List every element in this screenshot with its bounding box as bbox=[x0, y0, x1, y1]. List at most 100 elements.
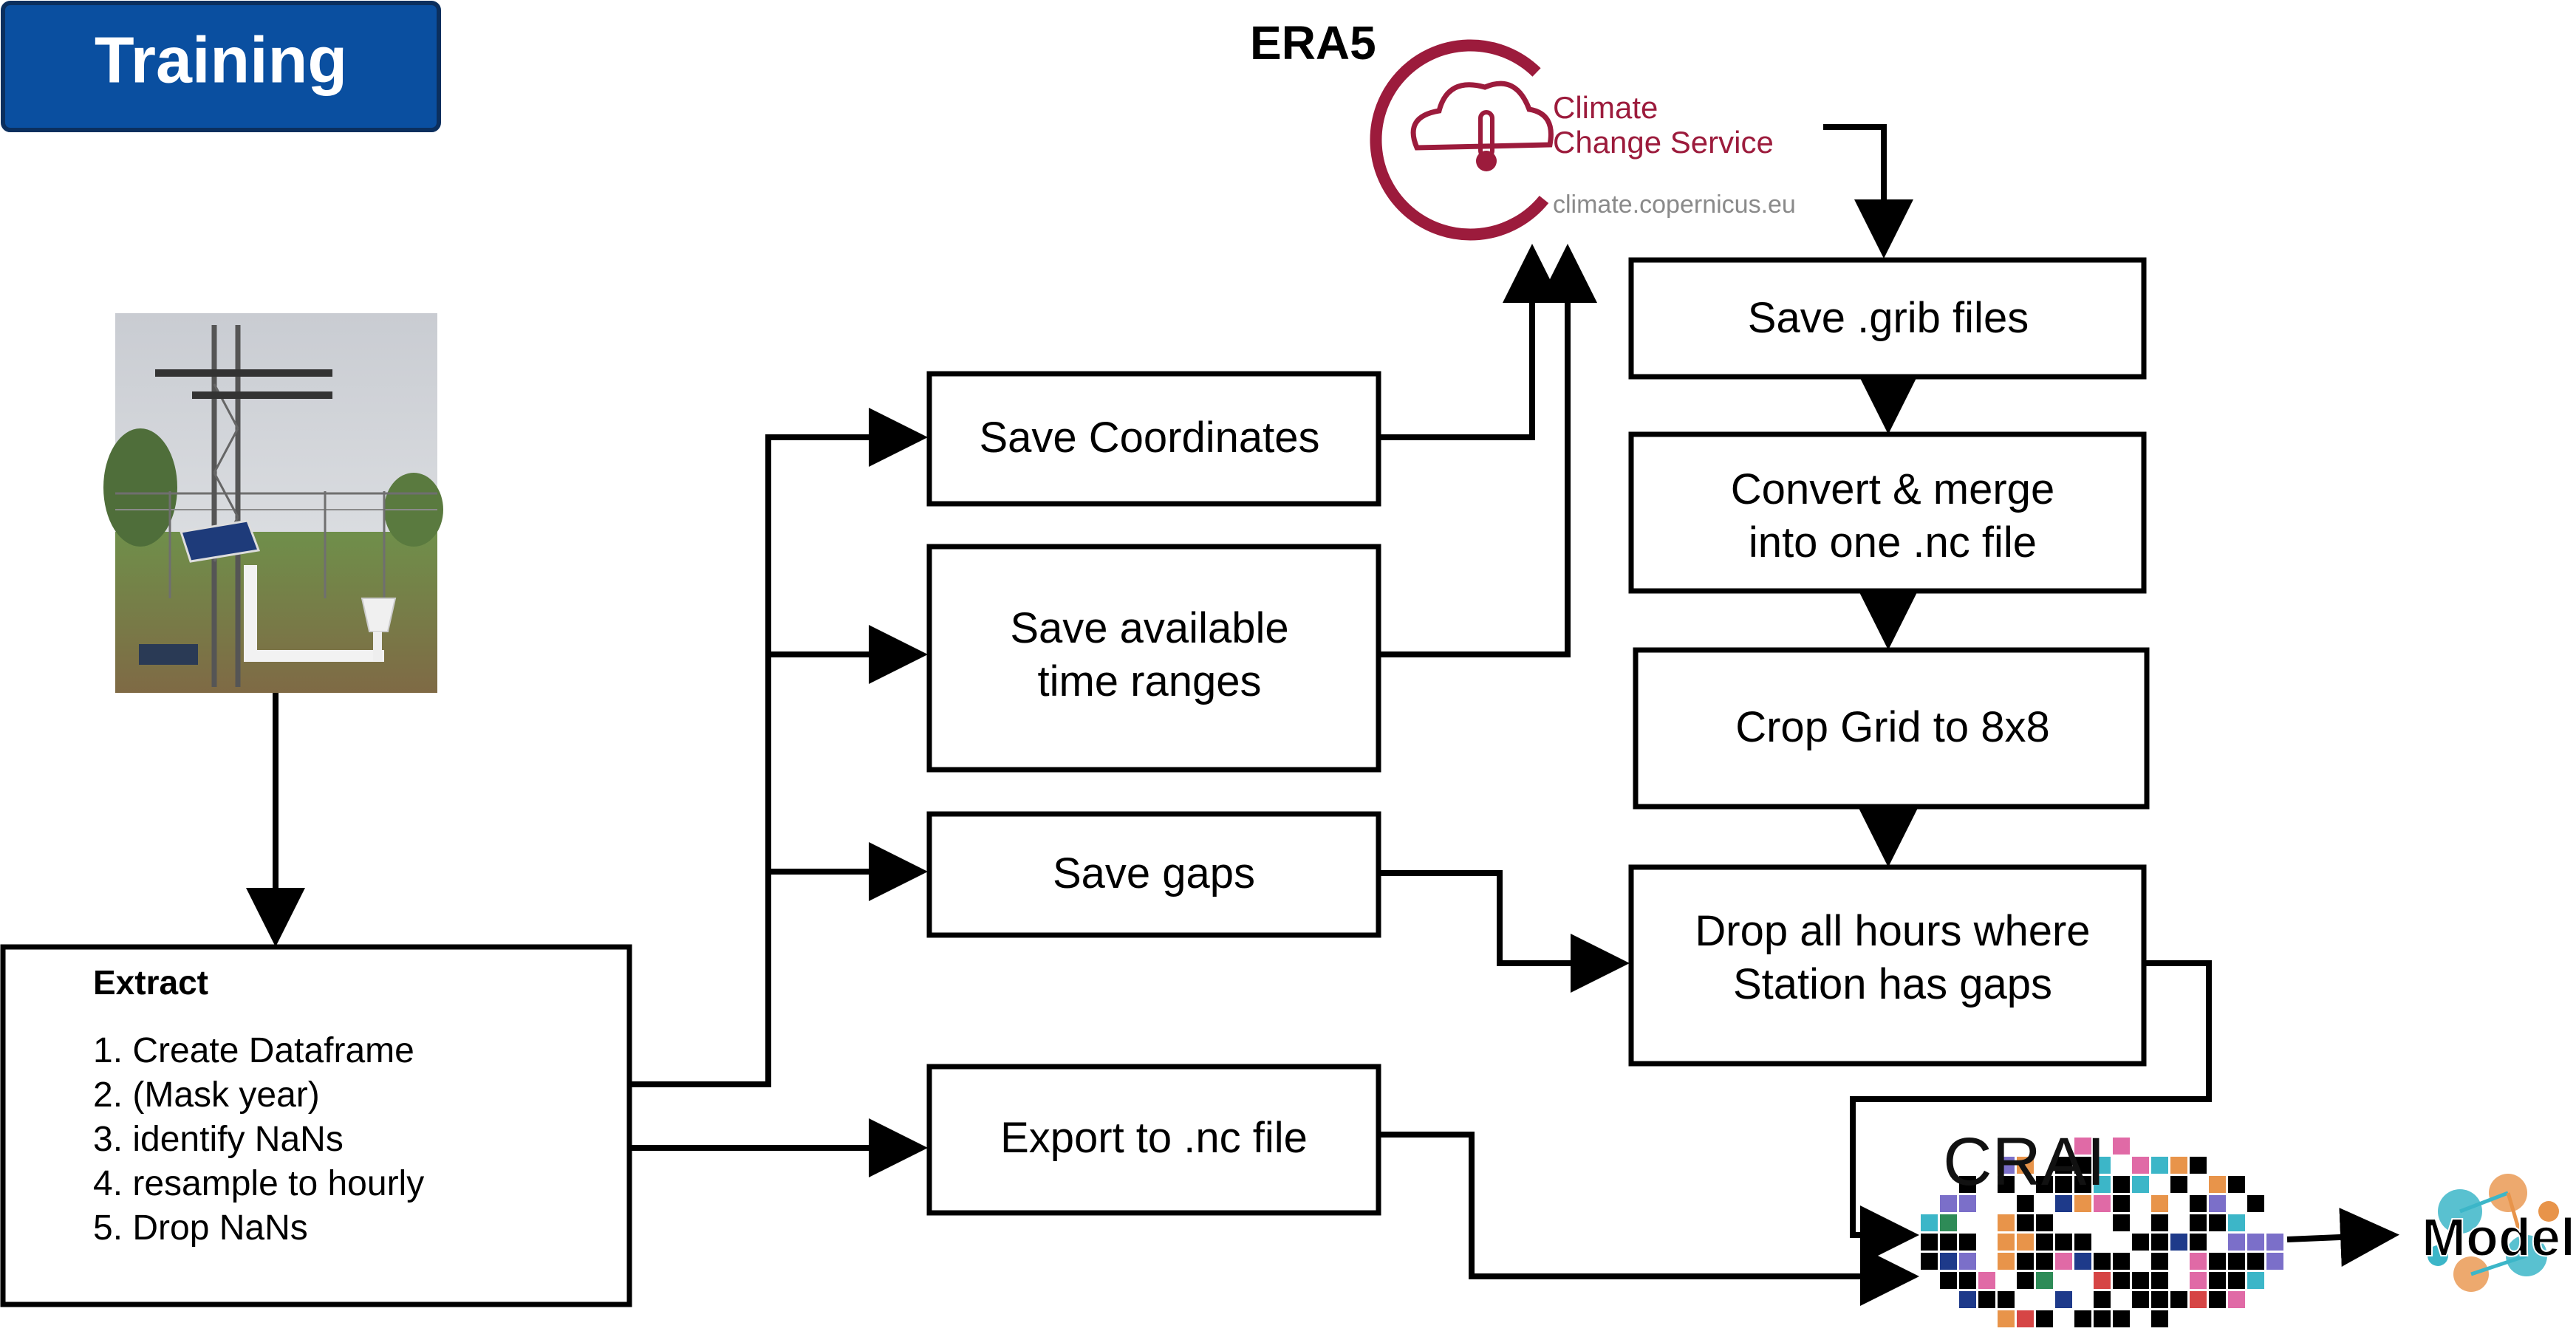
extract-step: 4. resample to hourly bbox=[93, 1164, 424, 1203]
crai-pixel bbox=[1978, 1272, 1995, 1289]
arrow-gaps-to-drop bbox=[1378, 870, 1630, 993]
crai-pixel bbox=[2132, 1272, 2149, 1289]
arrow-coordinates-to-era5 bbox=[1378, 244, 1562, 440]
crai-pixel bbox=[2209, 1195, 2226, 1212]
crai-pixel bbox=[1959, 1291, 1976, 1308]
crai-pixel bbox=[2247, 1272, 2264, 1289]
model-label: Model bbox=[2422, 1208, 2575, 1268]
crai-pixel bbox=[2170, 1157, 2187, 1174]
crai-pixel bbox=[2113, 1214, 2130, 1231]
crai-pixel bbox=[2151, 1234, 2168, 1251]
crai-pixel bbox=[1998, 1176, 2015, 1193]
arrow-export-to-crai bbox=[1378, 1132, 1919, 1306]
arrow-crai-to-model bbox=[2286, 1208, 2399, 1267]
crai-pixel bbox=[1959, 1234, 1976, 1251]
crai-pixel bbox=[1940, 1214, 1957, 1231]
training-title: Training bbox=[95, 23, 347, 96]
extract-box: Extract 1. Create Dataframe 2. (Mask yea… bbox=[0, 944, 632, 1307]
crai-pixel bbox=[1921, 1253, 1938, 1270]
convert-merge-box: Convert & merge into one .nc file bbox=[1628, 431, 2147, 594]
crai-pixel bbox=[2094, 1195, 2111, 1212]
crai-pixel bbox=[2036, 1176, 2053, 1193]
crai-pixel bbox=[1998, 1234, 2015, 1251]
arrow-era5-to-grib bbox=[1823, 124, 1913, 259]
training-header: Training bbox=[1, 1, 441, 132]
crai-pixel bbox=[2017, 1272, 2034, 1289]
crai-pixel bbox=[2266, 1253, 2283, 1270]
crai-pixel bbox=[2036, 1214, 2053, 1231]
crai-pixel bbox=[1959, 1253, 1976, 1270]
crai-pixel bbox=[2132, 1234, 2149, 1251]
weather-station-photo bbox=[103, 313, 443, 693]
model-logo: Model bbox=[2421, 1174, 2576, 1292]
crai-pixel bbox=[2113, 1176, 2130, 1193]
save-time-ranges-line2: time ranges bbox=[1037, 657, 1261, 705]
crai-pixel bbox=[2170, 1234, 2187, 1251]
crai-pixel bbox=[2190, 1214, 2207, 1231]
drop-hours-box: Drop all hours where Station has gaps bbox=[1628, 864, 2147, 1067]
crai-pixel bbox=[2170, 1176, 2187, 1193]
crai-pixel bbox=[1978, 1291, 1995, 1308]
crai-pixel bbox=[2074, 1195, 2091, 1212]
crai-pixel bbox=[2209, 1253, 2226, 1270]
crai-pixel bbox=[2074, 1253, 2091, 1270]
crai-pixel bbox=[2113, 1138, 2130, 1155]
save-grib-box: Save .grib files bbox=[1628, 257, 2147, 380]
crai-pixel bbox=[2228, 1291, 2245, 1308]
extract-step: 2. (Mask year) bbox=[93, 1075, 320, 1115]
crai-pixel bbox=[2055, 1253, 2072, 1270]
save-grib-label: Save .grib files bbox=[1748, 294, 2029, 342]
crai-pixel bbox=[2055, 1234, 2072, 1251]
crai-pixel bbox=[2055, 1195, 2072, 1212]
save-gaps-box: Save gaps bbox=[926, 811, 1381, 938]
extract-step: 3. identify NaNs bbox=[93, 1120, 344, 1159]
crai-pixel bbox=[2209, 1291, 2226, 1308]
crai-pixel bbox=[2074, 1234, 2091, 1251]
crai-pixel bbox=[2132, 1176, 2149, 1193]
crai-pixel bbox=[2228, 1176, 2245, 1193]
crai-pixel bbox=[1959, 1195, 1976, 1212]
save-time-ranges-box: Save available time ranges bbox=[926, 544, 1381, 773]
crai-pixel bbox=[2151, 1214, 2168, 1231]
crai-pixel bbox=[2228, 1253, 2245, 1270]
crai-pixel bbox=[2247, 1234, 2264, 1251]
crai-pixel bbox=[2228, 1234, 2245, 1251]
extract-step: 1. Create Dataframe bbox=[93, 1031, 414, 1070]
crai-pixel bbox=[2113, 1195, 2130, 1212]
crai-pixel bbox=[2074, 1310, 2091, 1327]
crai-pixel bbox=[1959, 1272, 1976, 1289]
crai-pixel bbox=[2247, 1195, 2264, 1212]
crai-pixel bbox=[2055, 1291, 2072, 1308]
crai-pixel bbox=[2036, 1253, 2053, 1270]
crai-pixel bbox=[2074, 1138, 2091, 1155]
crai-pixel bbox=[1998, 1214, 2015, 1231]
crai-pixel bbox=[2190, 1157, 2207, 1174]
extract-step: 5. Drop NaNs bbox=[93, 1208, 308, 1248]
crai-pixel bbox=[2132, 1157, 2149, 1174]
crai-pixel bbox=[2151, 1253, 2168, 1270]
crai-pixel bbox=[2094, 1272, 2111, 1289]
crai-pixel bbox=[2074, 1176, 2091, 1193]
crai-pixel bbox=[2094, 1291, 2111, 1308]
crai-pixel bbox=[2190, 1272, 2207, 1289]
export-nc-label: Export to .nc file bbox=[1000, 1114, 1308, 1162]
crai-pixel bbox=[2170, 1291, 2187, 1308]
crai-pixel bbox=[1998, 1253, 2015, 1270]
crai-pixel bbox=[1998, 1310, 2015, 1327]
crai-pixel bbox=[1998, 1157, 2015, 1174]
logo-line2: Change Service bbox=[1553, 125, 1774, 160]
crai-pixel bbox=[2209, 1176, 2226, 1193]
crop-grid-box: Crop Grid to 8x8 bbox=[1633, 647, 2150, 810]
drop-hours-line2: Station has gaps bbox=[1733, 960, 2052, 1008]
crai-pixel bbox=[1940, 1234, 1957, 1251]
crai-pixel bbox=[2094, 1310, 2111, 1327]
era5-label: ERA5 bbox=[1250, 16, 1376, 69]
export-nc-box: Export to .nc file bbox=[926, 1064, 1381, 1216]
convert-merge-line2: into one .nc file bbox=[1749, 519, 2037, 567]
crai-pixel bbox=[2247, 1253, 2264, 1270]
crai-pixel bbox=[2113, 1272, 2130, 1289]
logo-url: climate.copernicus.eu bbox=[1553, 191, 1796, 219]
crai-pixel bbox=[2228, 1272, 2245, 1289]
extract-title: Extract bbox=[93, 963, 208, 1002]
crai-pixel bbox=[2151, 1310, 2168, 1327]
